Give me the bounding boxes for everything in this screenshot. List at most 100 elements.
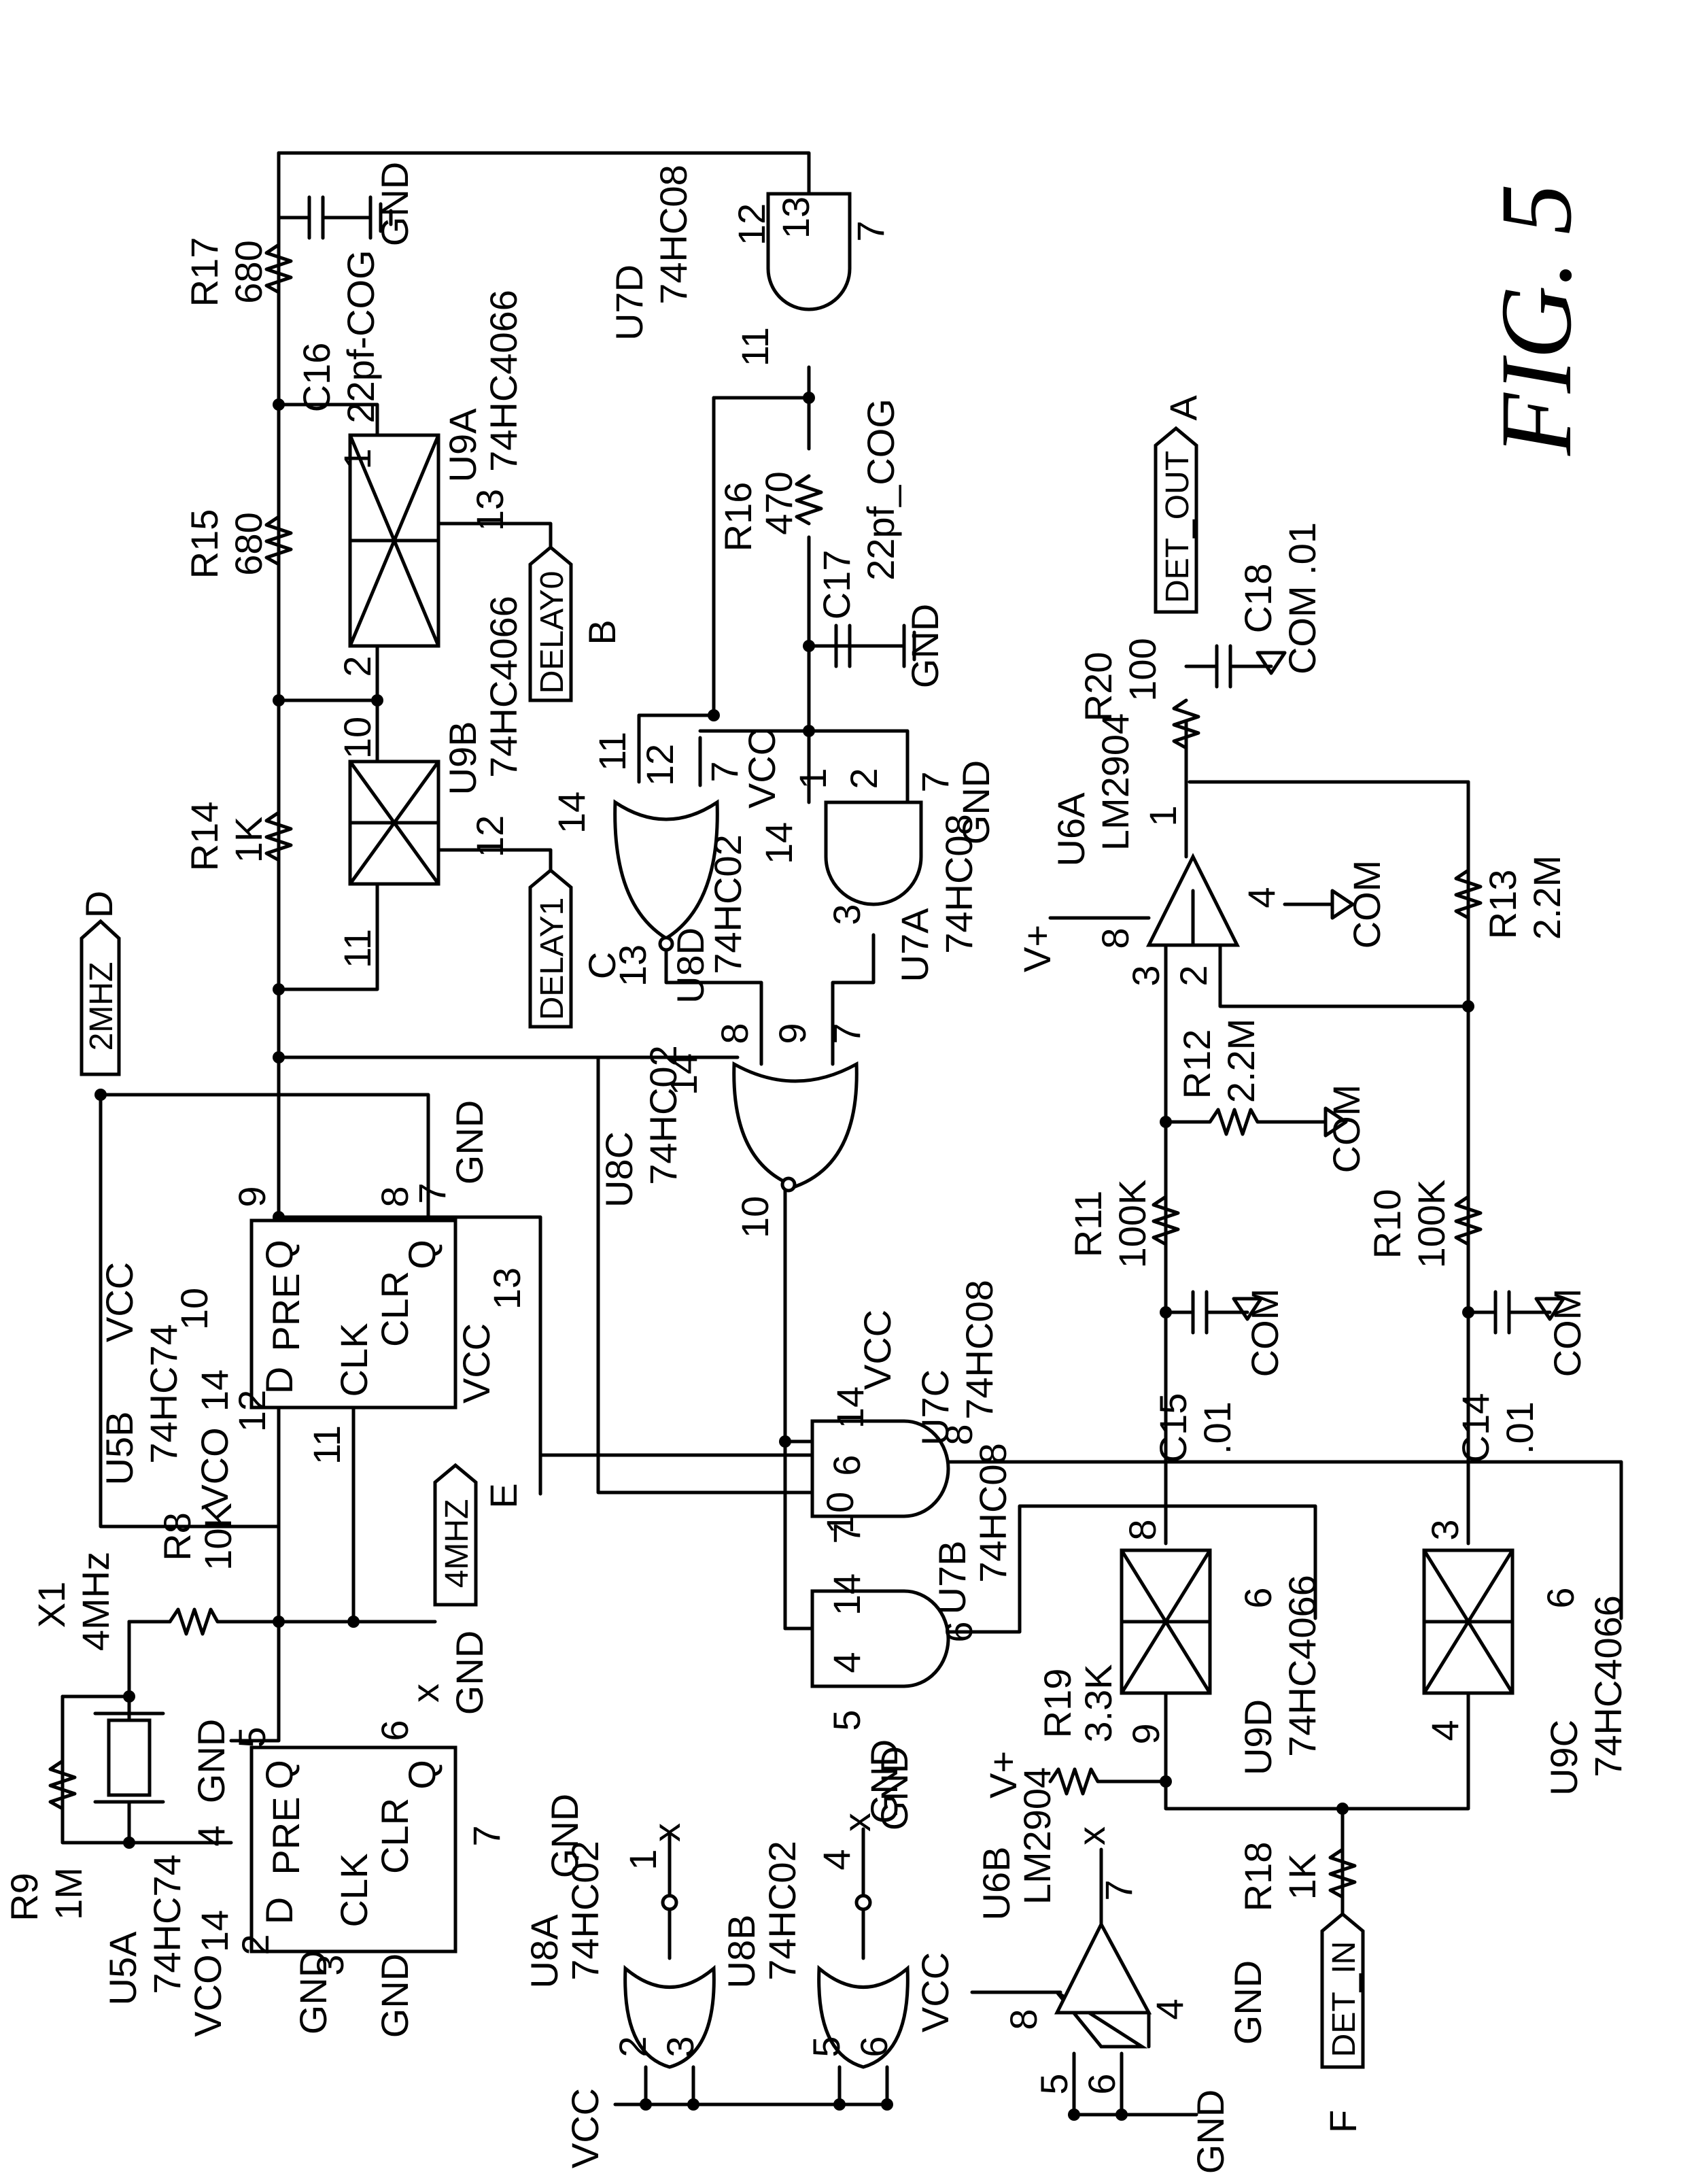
- pin-8-u8c: 8: [713, 1023, 756, 1044]
- vcc-label-u7c: VCC: [856, 1310, 899, 1390]
- pin-1-u8a: 1: [621, 1849, 664, 1870]
- junction: [123, 1837, 135, 1849]
- junction: [687, 2098, 699, 2111]
- u9c-ref: U9C: [1542, 1720, 1585, 1796]
- u7c-part: 74HC08: [958, 1280, 1001, 1419]
- gnd-label-u6b-4: GND: [1226, 1960, 1269, 2045]
- u7a-part: 74HC08: [937, 814, 980, 953]
- pin-10-u5b: 10: [173, 1288, 215, 1330]
- port-det-in-letter: F: [1321, 2110, 1364, 2133]
- gnd-label-u5a-q: GND: [448, 1631, 491, 1715]
- resistor-symbols: [48, 243, 1483, 1899]
- u8c-part: 74HC02: [642, 1045, 685, 1184]
- pin-2-u7a: 2: [842, 768, 885, 789]
- port-2mhz-letter: D: [77, 891, 120, 918]
- pin-3-u5a: 3: [309, 1954, 351, 1975]
- u5a-part: 74HC74: [145, 1854, 188, 1994]
- junction: [833, 2098, 846, 2111]
- u8a-ref: U8A: [523, 1914, 566, 1989]
- c18-ref: C18: [1236, 564, 1279, 634]
- nc-u8a: x: [645, 1823, 688, 1842]
- junction: [1068, 2109, 1080, 2121]
- u8d-ref: U8D: [669, 927, 712, 1004]
- junction: [640, 2098, 652, 2111]
- r14-value: 1K: [227, 817, 270, 864]
- resistor-r12: [1164, 1108, 1307, 1136]
- u8b-part: 74HC02: [761, 1841, 803, 1980]
- r8-ref: R8: [156, 1512, 198, 1561]
- u9d-part: 74HC4066: [1281, 1575, 1323, 1757]
- pin-4-u5a: 4: [190, 1825, 232, 1846]
- ff-u5b-q: Q: [258, 1240, 300, 1269]
- r16-ref: R16: [716, 482, 759, 552]
- pin-7-u7a: 7: [914, 771, 956, 792]
- pin-12-u5b: 12: [230, 1390, 273, 1432]
- resistor-r10: [1454, 1195, 1483, 1246]
- u5a-ref: U5A: [101, 1931, 144, 2006]
- u5b-part: 74HC74: [142, 1324, 185, 1463]
- flipflop-u5b: [249, 1218, 457, 1410]
- u9a-ref: U9A: [441, 408, 484, 483]
- pin-9-u5b: 9: [230, 1186, 273, 1207]
- pin-1-u7a: 1: [791, 768, 834, 789]
- pin-2-u8a: 2: [611, 2036, 654, 2057]
- pin-6-u8b: 6: [852, 2036, 895, 2057]
- vplus-label-u6a: V+: [1016, 925, 1058, 972]
- ff-u5a-q: Q: [258, 1760, 300, 1790]
- vco-label-u5b: VCO: [193, 1427, 236, 1509]
- r19-ref: R19: [1036, 1669, 1079, 1739]
- gate-u7a: [824, 800, 923, 906]
- vcc-label-u8d: VCC: [740, 728, 783, 808]
- r17-ref: R17: [183, 237, 226, 307]
- port-delay1: [528, 868, 573, 1029]
- pin-8-u7c: 8: [937, 1424, 980, 1445]
- gnd-label-u6b: GND: [1189, 2089, 1232, 2174]
- u6b-ref: U6B: [975, 1847, 1018, 1921]
- gate-u8d: [613, 799, 719, 940]
- junction: [273, 1051, 285, 1063]
- pin-10-u7c: 10: [818, 1492, 861, 1534]
- pin-14-u8c: 14: [662, 1053, 705, 1095]
- pin-13-u7d: 13: [774, 197, 817, 239]
- pin-10-u9b: 10: [336, 717, 379, 759]
- port-2mhz-label: 2MHZ: [84, 962, 120, 1051]
- capacitor-c15: [1164, 1290, 1263, 1335]
- ff-u5b-clr: CLR: [373, 1271, 416, 1347]
- pin-2-u5a: 2: [234, 1934, 277, 1955]
- pin-3-u9c: 3: [1423, 1519, 1466, 1540]
- pin-7-u5b: 7: [411, 1182, 453, 1204]
- pin-5-u5a: 5: [230, 1726, 273, 1747]
- logic-gates: [613, 192, 950, 2069]
- pin-7-u5a: 7: [465, 1825, 508, 1846]
- flipflop-u5a: [249, 1745, 457, 1953]
- pin-13-u8d: 13: [611, 944, 654, 987]
- pin-6-u9c: 6: [1539, 1587, 1582, 1608]
- port-delay0-label: DELAY0: [534, 571, 570, 694]
- ff-u5b-pre: PRE: [264, 1273, 307, 1351]
- pin-13-u9a: 13: [468, 489, 511, 531]
- port-4mhz-letter: E: [482, 1483, 525, 1508]
- port-det-out: [1154, 426, 1198, 614]
- x1-ref: X1: [30, 1582, 73, 1628]
- r15-value: 680: [227, 512, 270, 575]
- capacitor-c16: [277, 195, 393, 240]
- crystal-x1: [93, 1711, 165, 1804]
- pin-14-u5b: 14: [193, 1369, 236, 1412]
- ff-u5a-pre: PRE: [264, 1796, 307, 1875]
- pin-3-u6a: 3: [1124, 965, 1167, 986]
- junction: [94, 1089, 107, 1101]
- resistor-r17: [264, 243, 293, 294]
- pin-1-u6a: 1: [1141, 805, 1184, 826]
- gnd-label-c16: GND: [373, 162, 416, 246]
- gate-u7b: [810, 1589, 950, 1688]
- pin-12-u8d: 12: [638, 744, 681, 786]
- pin-8-u6a: 8: [1094, 927, 1137, 949]
- resistor-r20: [1172, 698, 1200, 750]
- vcc-label-u5b-clr: VCC: [455, 1323, 498, 1403]
- u6a-part: LM2904: [1094, 713, 1137, 851]
- pin-5-u7b: 5: [825, 1709, 868, 1730]
- pin-14-u7a: 14: [757, 822, 800, 864]
- gnd-label-u5a-clr: GND: [543, 1794, 586, 1878]
- ports: [80, 426, 1365, 2069]
- port-det-out-letter: A: [1162, 395, 1205, 421]
